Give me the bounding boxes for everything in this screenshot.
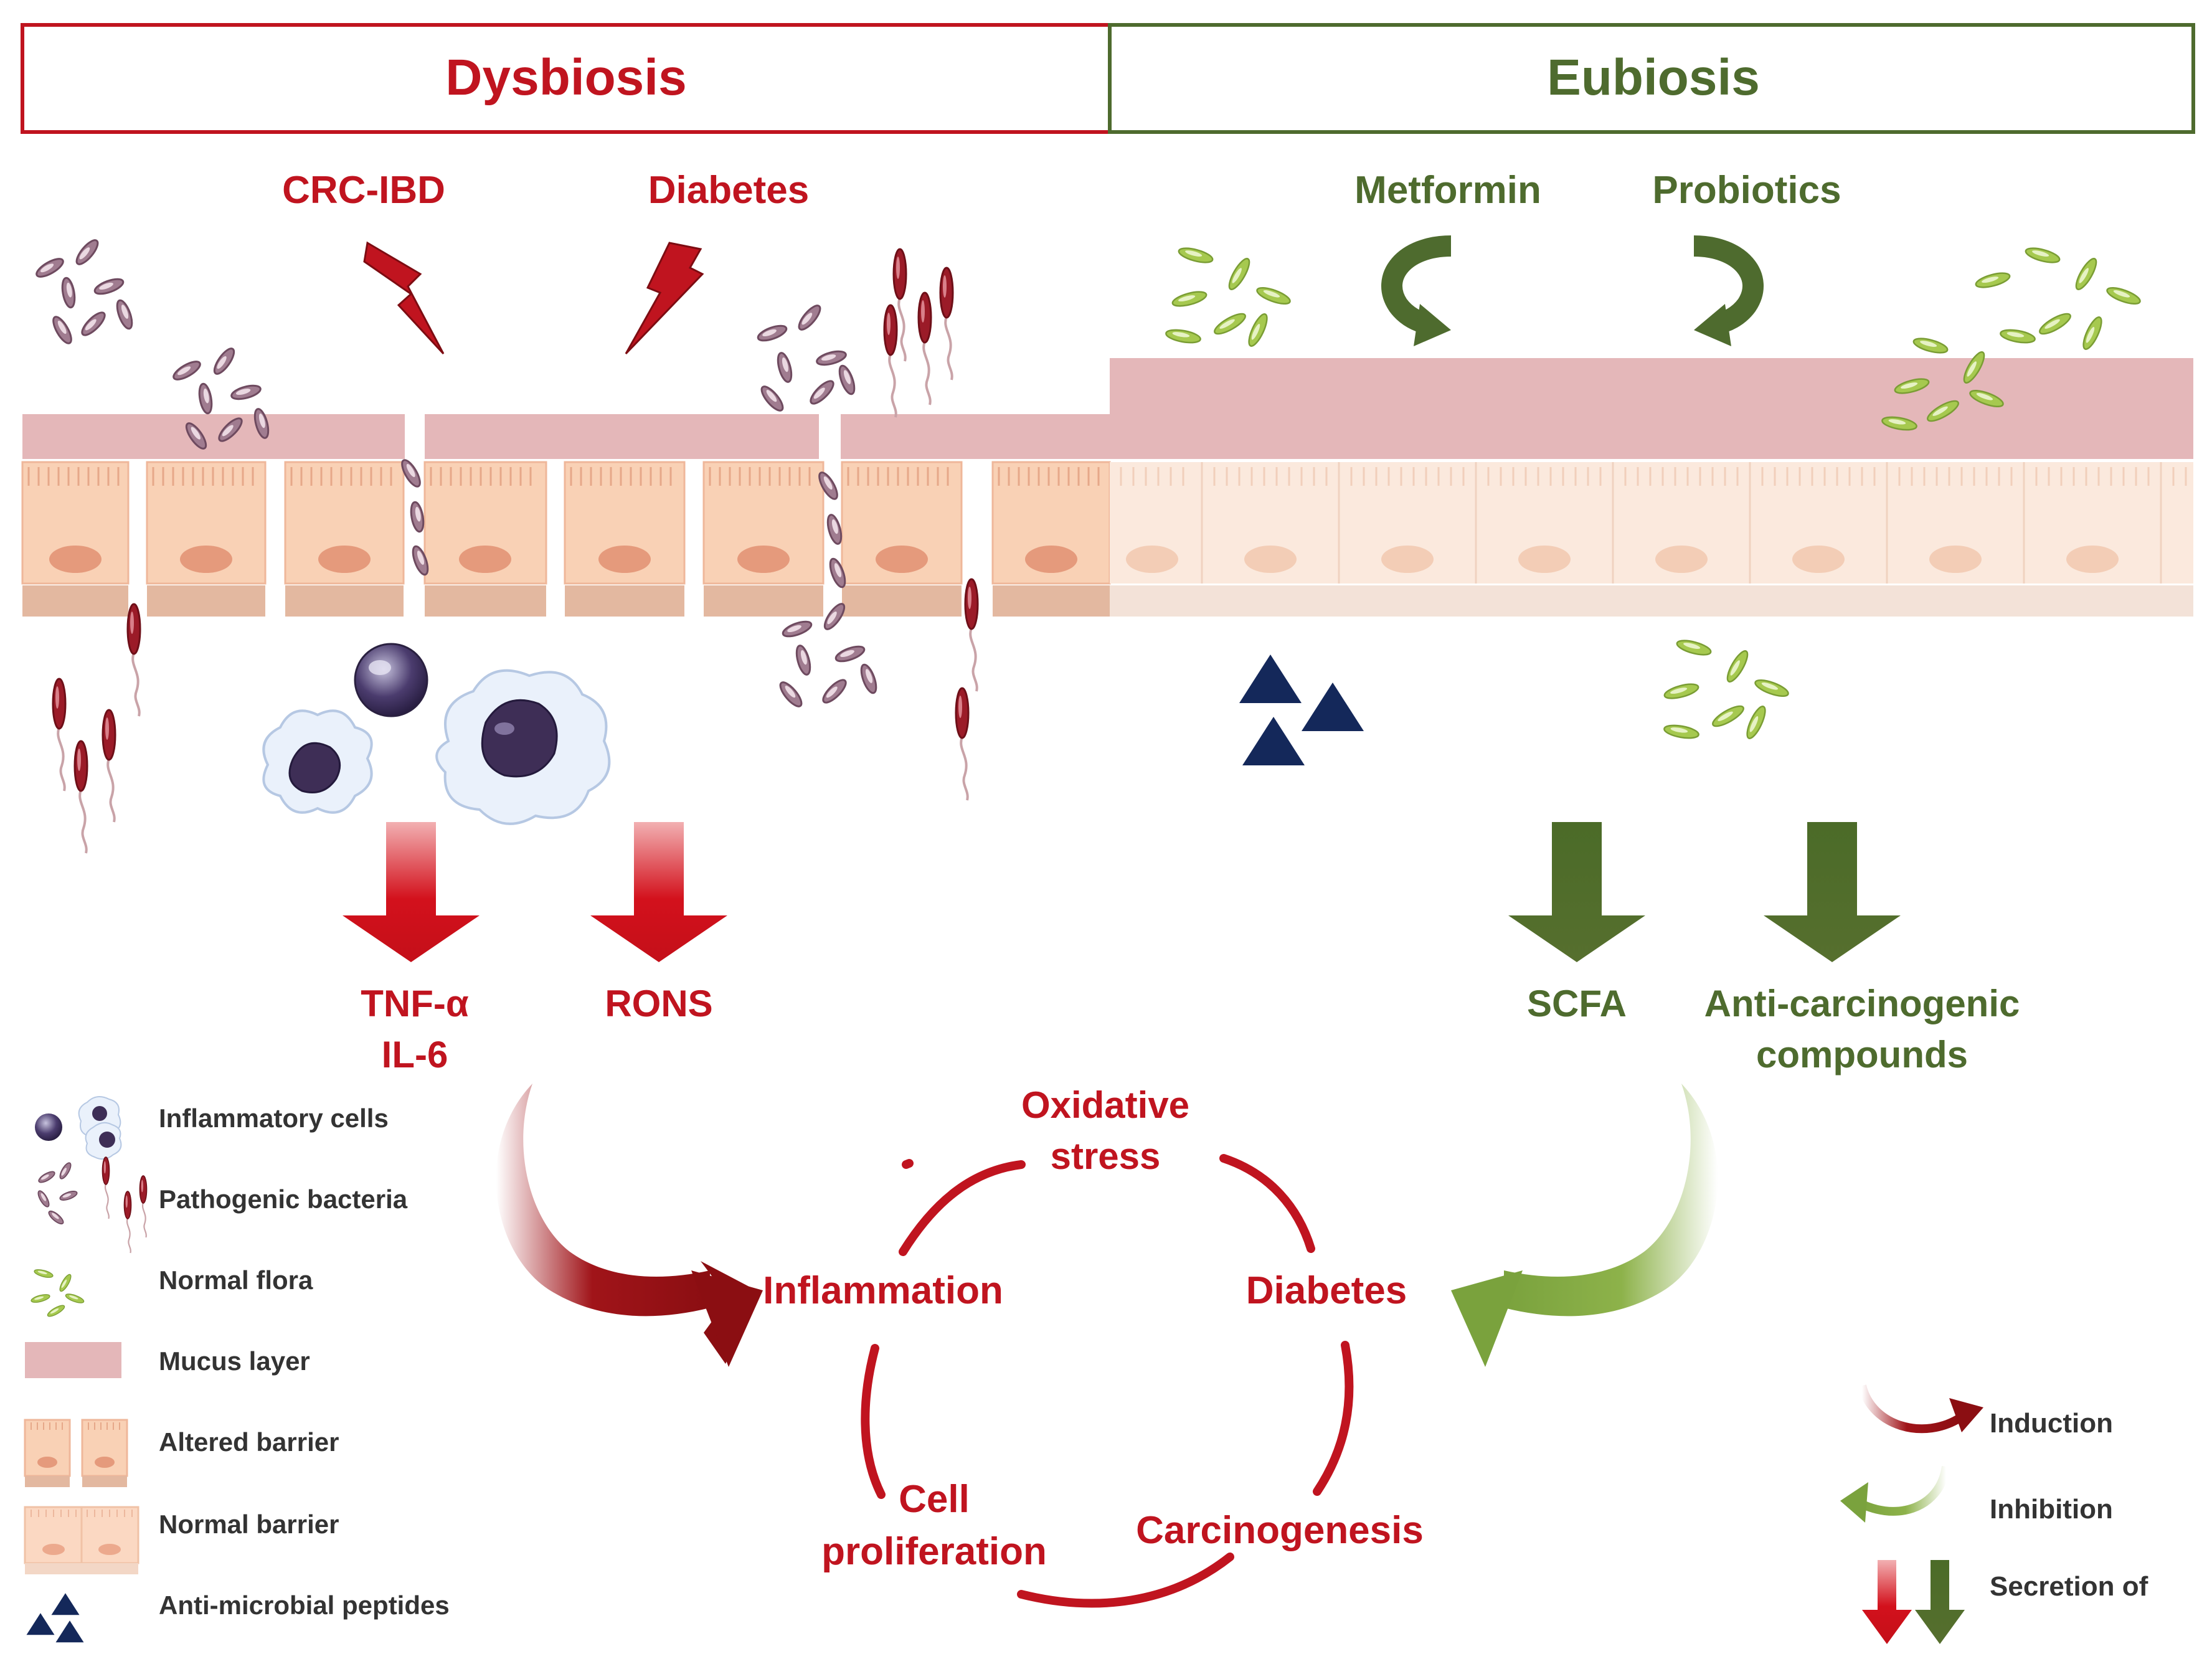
bacterium-icon bbox=[33, 236, 136, 347]
normal-barrier-cells bbox=[1110, 462, 2193, 617]
mucus-layer-eubiosis bbox=[1110, 358, 2193, 459]
altered-barrier-cells bbox=[21, 461, 1111, 617]
trigger-diabetes: Diabetes bbox=[648, 169, 809, 212]
bacterium-icon bbox=[1662, 636, 1791, 742]
down-arrow-icon bbox=[343, 822, 480, 962]
legend-anti-microbial-peptides: Anti-microbial peptides bbox=[159, 1591, 450, 1620]
trigger-crc-ibd: CRC-IBD bbox=[282, 169, 445, 212]
key-induction: Induction bbox=[1990, 1408, 2113, 1439]
bacterium-icon bbox=[1164, 244, 1293, 349]
immune-cell-icon bbox=[35, 1096, 122, 1160]
triangle-icon bbox=[1239, 655, 1364, 765]
legend-pathogenic-bacteria: Pathogenic bacteria bbox=[159, 1184, 408, 1214]
bacterium-icon bbox=[30, 1267, 85, 1319]
induction-key-icon bbox=[1858, 1384, 1983, 1434]
bacterium-icon bbox=[52, 603, 141, 854]
mucus-swatch bbox=[25, 1342, 121, 1378]
down-arrow-icon bbox=[1764, 822, 1901, 962]
inhibition-arrow bbox=[1451, 1084, 1718, 1367]
legend-normal-flora: Normal flora bbox=[159, 1265, 313, 1295]
triangle-icon bbox=[26, 1593, 84, 1643]
legend-mucus-layer: Mucus layer bbox=[159, 1346, 310, 1376]
cycle-oxidative-stress-line2: stress bbox=[1051, 1135, 1161, 1177]
cycle-cell-proliferation-line1: Cell bbox=[899, 1478, 970, 1521]
key-inhibition: Inhibition bbox=[1990, 1494, 2113, 1525]
secretion-tnf-alpha: TNF-α bbox=[361, 983, 469, 1024]
normal-barrier-swatch bbox=[24, 1506, 139, 1574]
secretion-anti-carcinogenic-line1: Anti-carcinogenic bbox=[1704, 983, 2020, 1024]
down-arrow-icon bbox=[590, 822, 727, 962]
secretion-il-6: IL-6 bbox=[382, 1034, 448, 1075]
eubiosis-header-box bbox=[1108, 23, 2195, 134]
trigger-probiotics: Probiotics bbox=[1652, 169, 1841, 212]
immune-cell-icon bbox=[435, 669, 611, 825]
cycle-carcinogenesis: Carcinogenesis bbox=[1136, 1509, 1424, 1552]
trigger-metformin: Metformin bbox=[1354, 169, 1541, 212]
cycle-ring bbox=[861, 1154, 1354, 1608]
secretion-scfa: SCFA bbox=[1527, 983, 1627, 1024]
cycle-inflammation: Inflammation bbox=[763, 1269, 1003, 1312]
eubiosis-title: Eubiosis bbox=[1547, 49, 1760, 106]
lightning-bolt-icon bbox=[363, 241, 445, 355]
down-arrow-icon bbox=[1508, 822, 1645, 962]
altered-barrier-swatch bbox=[24, 1419, 128, 1487]
curved-arrow-icon bbox=[1381, 235, 1452, 346]
inhibition-key-icon bbox=[1840, 1465, 1950, 1523]
immune-cell-icon bbox=[262, 709, 373, 814]
immune-cell-icon bbox=[354, 643, 428, 717]
bacterium-icon bbox=[776, 600, 881, 711]
dysbiosis-title: Dysbiosis bbox=[445, 49, 686, 106]
cycle-oxidative-stress-line1: Oxidative bbox=[1021, 1084, 1189, 1126]
key-secretion-of: Secretion of bbox=[1990, 1571, 2148, 1602]
bacterium-icon bbox=[755, 301, 859, 415]
cycle-cell-proliferation-line2: proliferation bbox=[821, 1530, 1047, 1573]
dysbiosis-header-box bbox=[21, 23, 1112, 134]
bacterium-icon bbox=[883, 248, 954, 418]
cycle-diabetes: Diabetes bbox=[1246, 1269, 1407, 1312]
mucus-layer-dysbiosis bbox=[22, 414, 1110, 459]
secretion-rons: RONS bbox=[605, 983, 712, 1024]
legend-normal-barrier: Normal barrier bbox=[159, 1510, 339, 1539]
curved-arrow-icon bbox=[1693, 235, 1764, 346]
down-arrow-icon bbox=[1862, 1560, 1965, 1644]
lightning-bolt-icon bbox=[625, 242, 704, 355]
bacterium-icon bbox=[35, 1156, 148, 1254]
legend-altered-barrier: Altered barrier bbox=[159, 1427, 339, 1457]
induction-arrow bbox=[496, 1084, 763, 1367]
legend: Inflammatory cells Pathogenic bacteria N… bbox=[24, 1096, 450, 1643]
arrow-key: Induction Inhibition Secretion of bbox=[1840, 1384, 2148, 1644]
secretion-anti-carcinogenic-line2: compounds bbox=[1756, 1034, 1968, 1075]
legend-inflammatory-cells: Inflammatory cells bbox=[159, 1104, 389, 1133]
